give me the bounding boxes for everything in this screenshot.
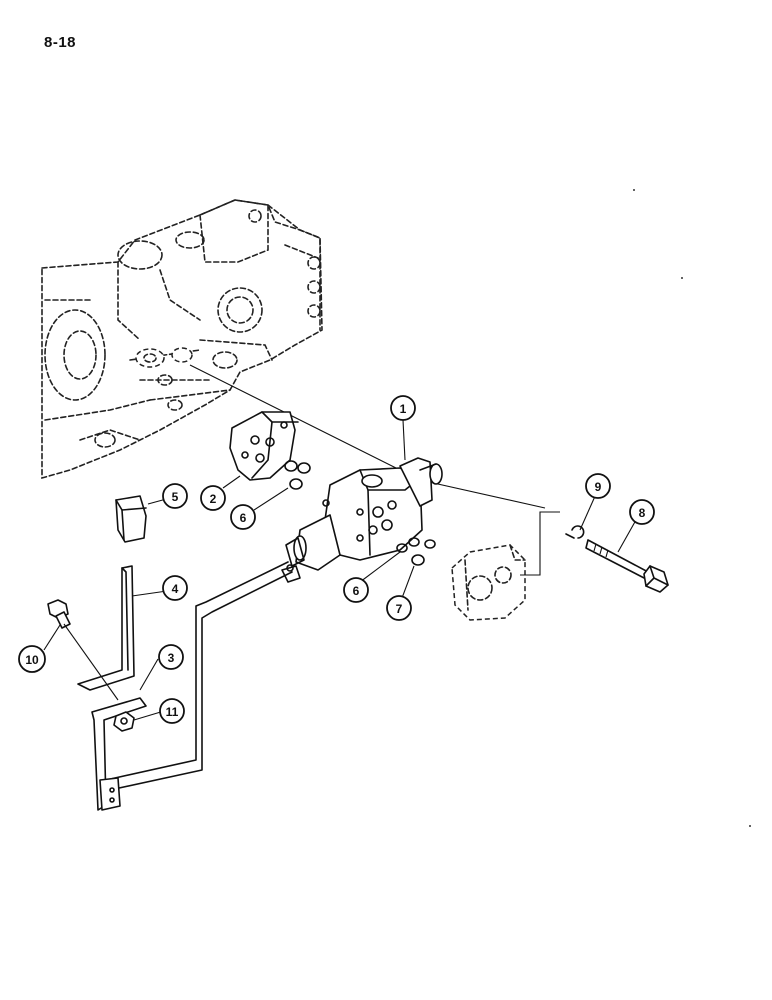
callout-1: 1 [390, 395, 416, 421]
tractor-housing-phantom [41, 199, 323, 480]
o-rings-lower [396, 537, 436, 566]
svg-text:5: 5 [172, 490, 179, 504]
control-knob [115, 495, 147, 543]
svg-text:8: 8 [639, 506, 646, 520]
callout-5: 5 [162, 483, 188, 509]
o-rings-upper [284, 460, 311, 490]
bracket-upper [77, 565, 135, 691]
hex-nut [113, 711, 135, 732]
callout-6-upper: 6 [230, 504, 256, 530]
callout-4: 4 [162, 575, 188, 601]
svg-text:2: 2 [210, 492, 217, 506]
callout-9: 9 [585, 473, 611, 499]
callout-10: 10 [18, 645, 46, 673]
callout-7: 7 [386, 595, 412, 621]
svg-text:10: 10 [25, 653, 39, 667]
cap-screw [47, 599, 119, 701]
clip [565, 525, 585, 539]
svg-text:7: 7 [396, 602, 403, 616]
svg-text:6: 6 [353, 584, 360, 598]
page-number: 8-18 [44, 34, 77, 51]
callout-11: 11 [159, 698, 185, 724]
callout-2: 2 [200, 485, 226, 511]
svg-text:3: 3 [168, 651, 175, 665]
lever-bracket [91, 697, 147, 811]
svg-text:9: 9 [595, 480, 602, 494]
callout-6-lower: 6 [343, 577, 369, 603]
control-valve [281, 457, 443, 583]
adapter-plate [229, 411, 299, 481]
bolt [585, 539, 669, 593]
svg-text:1: 1 [400, 402, 407, 416]
svg-text:4: 4 [172, 582, 179, 596]
callout-3: 3 [158, 644, 184, 670]
bolt-centerline [520, 511, 560, 576]
callout-8: 8 [629, 499, 655, 525]
svg-text:11: 11 [166, 705, 179, 719]
svg-text:6: 6 [240, 511, 247, 525]
end-cover-phantom [451, 544, 526, 621]
